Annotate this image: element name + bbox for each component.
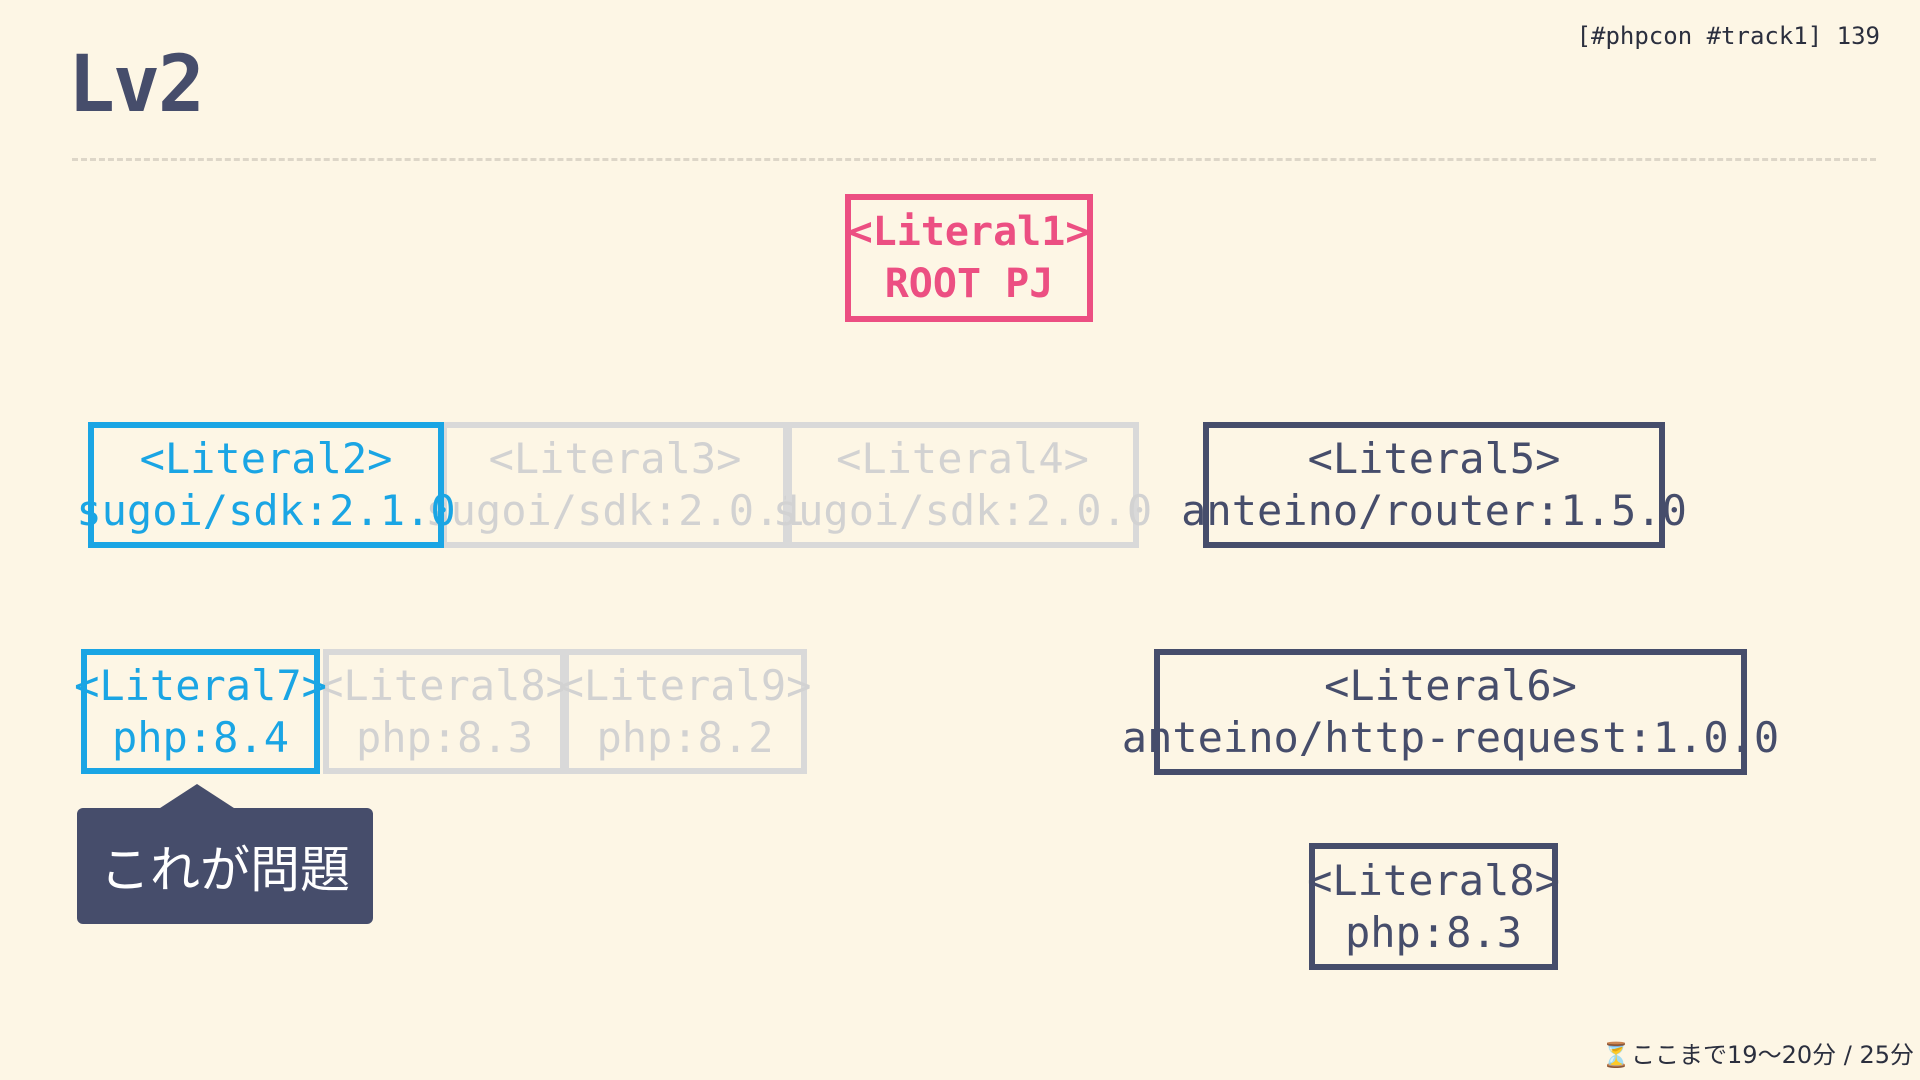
node-http-request-1-0-0-label: anteino/http-request:1.0.0 bbox=[1121, 713, 1780, 762]
node-root-pj-label: ROOT PJ bbox=[884, 261, 1054, 307]
node-php-8-2-label: php:8.2 bbox=[596, 712, 774, 762]
node-sdk-2-1-0-literal: <Literal2> bbox=[139, 434, 393, 483]
node-php-8-3: <Literal8> php:8.3 bbox=[318, 649, 571, 774]
node-sdk-2-0-1-literal: <Literal3> bbox=[488, 434, 742, 483]
node-router-1-5-0-literal: <Literal5> bbox=[1307, 434, 1561, 483]
node-php-8-4: <Literal7> php:8.4 bbox=[74, 649, 327, 774]
node-sdk-2-0-1: <Literal3> sugoi/sdk:2.0.1 bbox=[425, 422, 805, 548]
node-php-8-4-label: php:8.4 bbox=[111, 712, 289, 762]
node-sdk-2-1-0: <Literal2> sugoi/sdk:2.1.0 bbox=[76, 422, 456, 548]
node-sdk-2-0-1-label: sugoi/sdk:2.0.1 bbox=[425, 486, 805, 535]
node-http-request-1-0-0-literal: <Literal6> bbox=[1324, 661, 1577, 710]
node-php-8-3-http-dependency-literal: <Literal8> bbox=[1307, 855, 1560, 905]
node-php-8-2: <Literal9> php:8.2 bbox=[559, 649, 811, 774]
node-router-1-5-0: <Literal5> anteino/router:1.5.0 bbox=[1181, 422, 1687, 548]
node-http-request-1-0-0: <Literal6> anteino/http-request:1.0.0 bbox=[1122, 649, 1779, 775]
callout-pointer bbox=[157, 784, 237, 810]
slide-title: Lv2 bbox=[68, 40, 205, 130]
slide-header-tag: [#phpcon #track1] 139 bbox=[1576, 22, 1880, 50]
node-php-8-3-http-dependency: <Literal8> php:8.3 bbox=[1307, 843, 1560, 970]
node-root-pj: <Literal1> ROOT PJ bbox=[845, 194, 1093, 322]
node-php-8-2-literal: <Literal9> bbox=[558, 660, 812, 710]
node-sdk-2-1-0-label: sugoi/sdk:2.1.0 bbox=[76, 486, 456, 535]
node-php-8-3-literal: <Literal8> bbox=[318, 660, 571, 710]
time-footer: ⏳ここまで19〜20分 / 25分 bbox=[1601, 1041, 1914, 1069]
problem-callout: これが問題 bbox=[77, 808, 373, 924]
node-php-8-4-literal: <Literal7> bbox=[74, 660, 327, 710]
node-root-pj-literal: <Literal1> bbox=[848, 209, 1090, 255]
title-divider bbox=[72, 158, 1876, 161]
node-router-1-5-0-label: anteino/router:1.5.0 bbox=[1181, 486, 1687, 535]
node-sdk-2-0-0-label: sugoi/sdk:2.0.0 bbox=[772, 486, 1153, 535]
node-sdk-2-0-0: <Literal4> sugoi/sdk:2.0.0 bbox=[773, 422, 1152, 548]
node-php-8-3-label: php:8.3 bbox=[355, 712, 533, 762]
node-sdk-2-0-0-literal: <Literal4> bbox=[836, 434, 1089, 483]
node-php-8-3-http-dependency-label: php:8.3 bbox=[1344, 907, 1522, 957]
